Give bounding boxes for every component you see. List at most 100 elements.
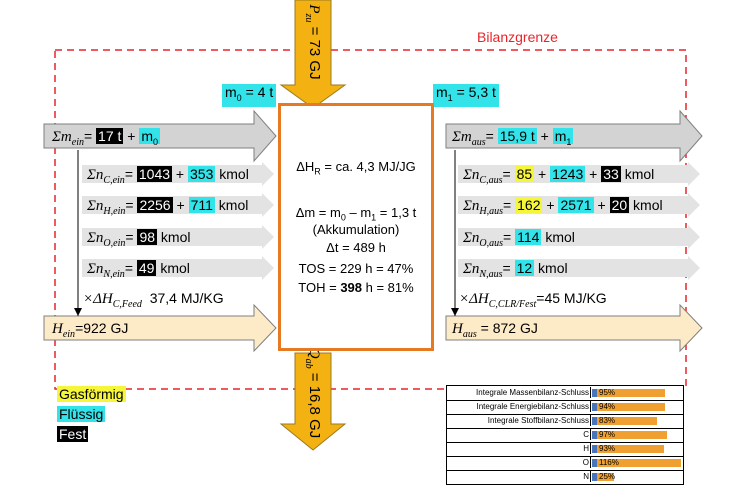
dm-sub0: 0 bbox=[340, 212, 346, 223]
dm-value: = 1,3 t bbox=[376, 205, 417, 220]
dh-out-value: =45 MJ/KG bbox=[536, 290, 607, 306]
power-subscript: zu bbox=[303, 13, 314, 23]
nO-out-unit: kmol bbox=[541, 229, 575, 245]
mass-difference: Δm = m0 – m1 = 1,3 t bbox=[281, 205, 431, 223]
m0-value: = 4 t bbox=[241, 84, 274, 100]
toh-pre: TOH = bbox=[298, 280, 341, 295]
dhr-subscript: R bbox=[314, 166, 321, 177]
mass-out-label: Σmaus= 15,9 t + m1 bbox=[452, 128, 574, 151]
dhr-symbol: ΔH bbox=[296, 159, 315, 174]
bar-marker bbox=[592, 473, 597, 481]
row-value: 83% bbox=[599, 416, 616, 425]
row-separator bbox=[590, 387, 591, 398]
nN-out-symbol: Σn bbox=[463, 261, 480, 277]
nO-out-symbol: Σn bbox=[463, 230, 480, 246]
h-out-value: = 872 GJ bbox=[476, 320, 538, 336]
table-row: Integrale Energiebilanz-Schluss 94% bbox=[447, 400, 683, 412]
closure-bar bbox=[595, 417, 657, 425]
mass-arrow-out bbox=[445, 109, 703, 163]
mass-in-symbol: Σm bbox=[52, 129, 72, 145]
row-value: 25% bbox=[599, 472, 616, 481]
nH-in-eq: = bbox=[125, 197, 138, 213]
h-out-subscript: aus bbox=[462, 328, 477, 340]
nH-out-plus2: + bbox=[593, 197, 610, 213]
nC-in-solid: 1043 bbox=[136, 166, 173, 182]
enthalpy-arrow-out bbox=[445, 303, 703, 353]
nH-in-solid: 2256 bbox=[137, 197, 173, 213]
nH-out-solid: 20 bbox=[609, 197, 630, 213]
m1-symbol: m bbox=[436, 84, 448, 100]
accumulation-label: (Akkumulation) bbox=[312, 222, 400, 237]
row-value: 94% bbox=[599, 402, 616, 411]
row-label: Integrale Massenbilanz-Schluss bbox=[476, 388, 589, 397]
row-value: 116% bbox=[599, 458, 619, 467]
phase-legend: Gasförmig Flüssig Fest bbox=[57, 386, 126, 443]
mass-in-label: Σmein= 17 t + m0 bbox=[52, 128, 161, 151]
nN-out-liquid: 12 bbox=[514, 260, 535, 276]
table-row: Integrale Stoffbilanz-Schluss 83% bbox=[447, 414, 683, 426]
nH-in-unit: kmol bbox=[214, 197, 249, 213]
nH-in-symbol: Σn bbox=[87, 198, 104, 214]
nH-in-liquid: 711 bbox=[188, 197, 215, 213]
dh-out-subscript: C,CLR/Fest bbox=[488, 298, 537, 310]
mass-out-ref: m1 bbox=[552, 128, 574, 147]
connector-arrowhead-out bbox=[451, 308, 459, 316]
balance-boundary bbox=[54, 49, 687, 390]
dh-in-symbol: ×ΔH bbox=[83, 291, 113, 307]
row-label: C bbox=[583, 430, 589, 439]
nC-out-symbol: Σn bbox=[463, 167, 480, 183]
bar-marker bbox=[592, 389, 597, 397]
nH-out-label: ΣnH,aus= 162 + 2571 + 20 kmol bbox=[463, 197, 663, 220]
row-label: Integrale Stoffbilanz-Schluss bbox=[487, 416, 589, 425]
heat-subscript: ab bbox=[303, 358, 314, 369]
h-out-label: Haus = 872 GJ bbox=[452, 320, 538, 343]
mass-out-ref-symbol: m bbox=[554, 128, 567, 144]
row-separator bbox=[590, 443, 591, 454]
dhr-value: = ca. 4,3 MJ/JG bbox=[320, 159, 416, 174]
duration: Δt = 489 h bbox=[326, 240, 386, 255]
dh-out-label: ×ΔHC,CLR/Fest=45 MJ/KG bbox=[459, 290, 607, 313]
mass-out-symbol: Σm bbox=[452, 129, 472, 145]
mass-out-eq: = bbox=[485, 128, 498, 144]
nO-in-unit: kmol bbox=[157, 229, 191, 245]
flow-arrow-nO-in bbox=[82, 225, 274, 249]
legend-solid: Fest bbox=[57, 426, 89, 442]
nO-in-eq: = bbox=[125, 229, 138, 245]
nO-in-subscript: O,ein bbox=[103, 237, 126, 249]
row-separator bbox=[590, 457, 591, 468]
nH-out-liquid: 2571 bbox=[558, 197, 594, 213]
row-label: N bbox=[583, 472, 589, 481]
h-in-label: Hein=922 GJ bbox=[52, 320, 128, 343]
power-value: = 73 GJ bbox=[306, 22, 323, 80]
closure-bar bbox=[595, 473, 614, 481]
bar-marker bbox=[592, 417, 597, 425]
nC-in-symbol: Σn bbox=[87, 167, 104, 183]
flow-arrow-nH-in bbox=[82, 193, 274, 217]
nH-out-eq: = bbox=[503, 197, 516, 213]
bar-marker bbox=[592, 403, 597, 411]
flow-arrow-nC-in bbox=[82, 162, 274, 186]
m0-box: m0 = 4 t bbox=[222, 84, 277, 107]
nC-out-label: ΣnC,aus= 85 + 1243 + 33 kmol bbox=[463, 166, 654, 189]
nN-out-eq: = bbox=[502, 260, 515, 276]
toh-hours: 398 bbox=[340, 280, 363, 295]
nN-out-unit: kmol bbox=[534, 260, 568, 276]
nC-out-unit: kmol bbox=[620, 166, 655, 182]
row-label: Integrale Energiebilanz-Schluss bbox=[476, 402, 589, 411]
mass-out-ref-subscript: 1 bbox=[566, 136, 572, 147]
mass-in-subscript: ein bbox=[71, 136, 84, 148]
m0-subscript: 0 bbox=[236, 92, 242, 103]
nN-in-solid: 49 bbox=[136, 260, 157, 276]
nC-in-unit: kmol bbox=[215, 166, 249, 182]
nC-out-solid: 33 bbox=[601, 166, 621, 182]
closure-bar bbox=[595, 389, 665, 397]
nC-in-label: ΣnC,ein= 1043 + 353 kmol bbox=[87, 166, 249, 189]
mass-in-ref: m0 bbox=[139, 128, 161, 147]
nC-out-plus1: + bbox=[534, 166, 551, 182]
nN-out-label: ΣnN,aus= 12 kmol bbox=[463, 260, 568, 283]
mass-out-plus: + bbox=[536, 128, 553, 144]
